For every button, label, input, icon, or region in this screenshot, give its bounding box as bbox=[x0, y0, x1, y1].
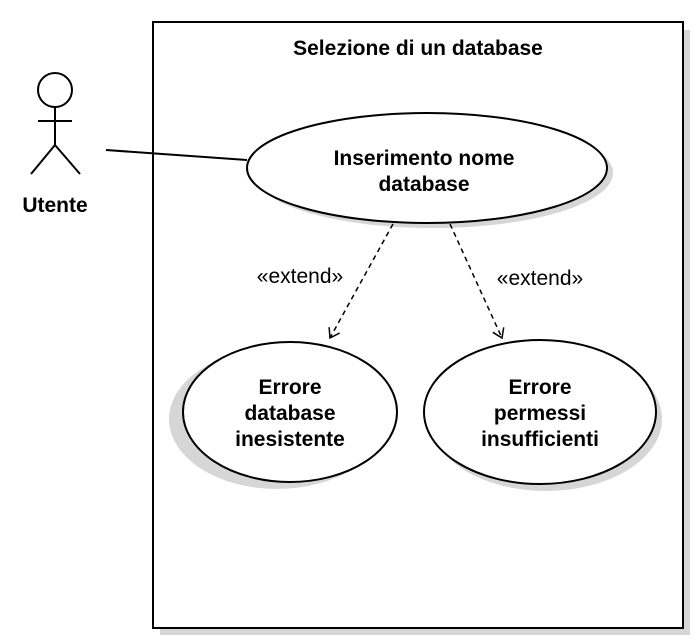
use-case-ellipse bbox=[423, 339, 657, 485]
use-case-label-line2: permessi bbox=[494, 402, 586, 425]
use-case-inserimento-nome-database[interactable]: Inserimento nome database bbox=[246, 112, 613, 228]
use-case-label-line2: database bbox=[378, 173, 469, 196]
extend-arrow-left bbox=[328, 223, 394, 340]
actor-label: Utente bbox=[22, 194, 87, 217]
extend-arrow-right bbox=[449, 223, 505, 340]
actor-left-leg bbox=[30, 144, 56, 175]
actor-head-icon bbox=[37, 72, 73, 108]
use-case-ellipse bbox=[182, 341, 398, 483]
use-case-label-line2: database bbox=[244, 402, 335, 425]
extend-label-right: «extend» bbox=[497, 267, 583, 290]
use-case-errore-database-inesistente[interactable]: Errore database inesistente bbox=[169, 341, 398, 489]
actor-right-leg bbox=[54, 144, 81, 175]
extend-label-left: «extend» bbox=[257, 265, 343, 288]
use-case-label-line1: Inserimento nome bbox=[334, 147, 515, 170]
use-case-label-line3: insufficienti bbox=[481, 428, 599, 451]
use-case-label-line1: Errore bbox=[258, 376, 321, 399]
use-case-ellipse bbox=[246, 112, 608, 224]
use-case-errore-permessi-insufficienti[interactable]: Errore permessi insufficienti bbox=[423, 339, 662, 491]
association-line bbox=[105, 149, 248, 161]
system-title: Selezione di un database bbox=[293, 37, 543, 60]
actor-utente[interactable]: Utente bbox=[22, 72, 88, 217]
use-case-label-line3: inesistente bbox=[235, 428, 345, 451]
use-case-label-line1: Errore bbox=[508, 376, 571, 399]
